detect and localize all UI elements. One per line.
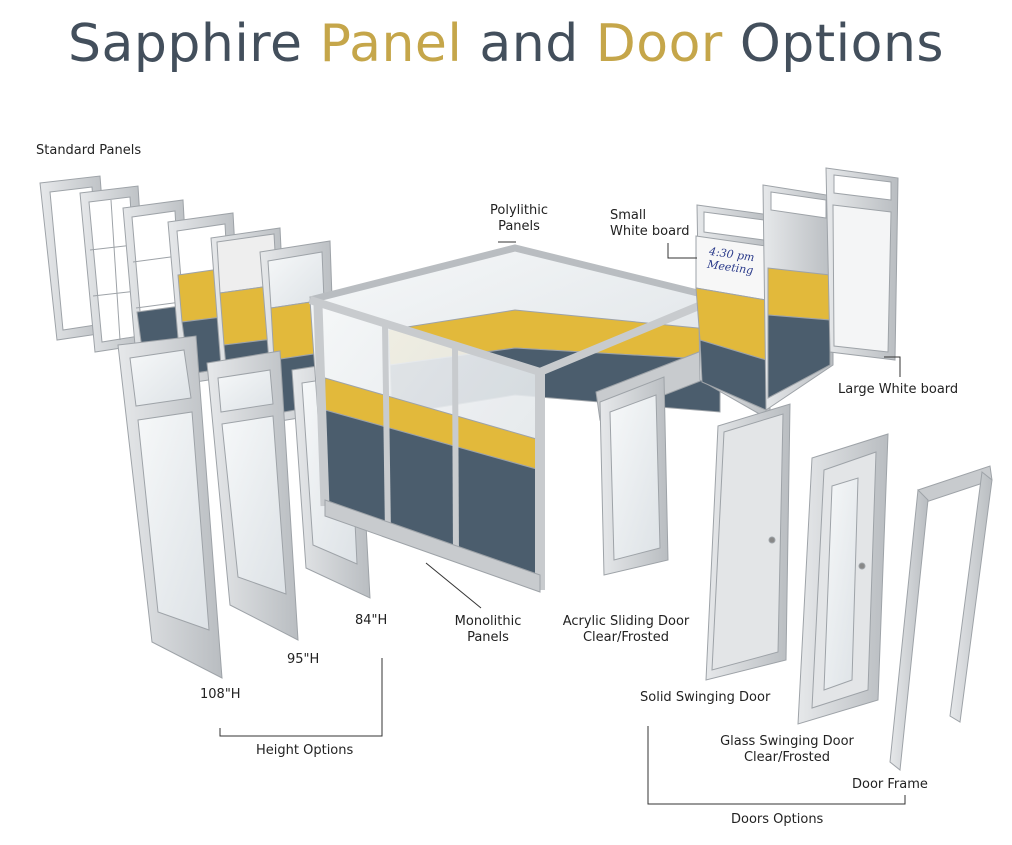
label-glass-line1: Glass Swinging Door (720, 734, 854, 749)
label-large-whiteboard: Large White board (838, 382, 959, 397)
monolithic-leader (425, 562, 482, 609)
label-monolithic-line1: Monolithic (454, 614, 522, 629)
label-polylithic-line1: Polylithic (490, 203, 548, 218)
label-acrylic-sliding-door: Acrylic Sliding Door Clear/Frosted (556, 614, 696, 646)
title-word-panel: Panel (319, 14, 463, 74)
door-frame (889, 465, 993, 771)
label-acrylic-line1: Acrylic Sliding Door (562, 614, 690, 629)
title-word-options: Options (739, 14, 944, 74)
page-title: Sapphire Panel and Door Options (0, 14, 1012, 74)
label-glass-line2: Clear/Frosted (743, 750, 831, 765)
label-monolithic-line2: Panels (467, 630, 509, 645)
height-options-bracket (219, 658, 383, 737)
label-door-frame: Door Frame (852, 777, 928, 792)
label-small-whiteboard: Small White board (610, 208, 689, 240)
label-small-wb-line1: Small (610, 208, 647, 223)
acrylic-sliding-door (595, 335, 745, 576)
label-small-wb-line2: White board (610, 224, 690, 239)
label-108h: 108"H (200, 687, 241, 702)
label-height-options: Height Options (256, 743, 354, 758)
label-standard-panels: Standard Panels (36, 143, 142, 158)
label-84h: 84"H (355, 613, 388, 628)
label-glass-swinging-door: Glass Swinging Door Clear/Frosted (714, 734, 860, 766)
height-options-panels (117, 335, 371, 679)
small-whiteboard-leader (667, 243, 697, 259)
panel-108h (117, 335, 223, 679)
label-acrylic-line2: Clear/Frosted (582, 630, 670, 645)
cubicle-workstation (308, 244, 721, 593)
label-doors-options: Doors Options (731, 812, 824, 827)
label-95h: 95"H (287, 652, 320, 667)
whiteboard-panels (695, 167, 899, 421)
panel-95h (206, 350, 299, 641)
label-polylithic-line2: Panels (498, 219, 540, 234)
label-solid-swinging-door: Solid Swinging Door (640, 690, 771, 705)
middle-panel (762, 184, 834, 411)
title-word-and: and (479, 14, 579, 74)
large-whiteboard-leader (884, 356, 901, 377)
title-word-sapphire: Sapphire (68, 14, 303, 74)
solid-swinging-door (705, 403, 791, 681)
label-polylithic-panels: Polylithic Panels (478, 203, 560, 235)
doors-options-bracket (647, 726, 906, 805)
label-monolithic-panels: Monolithic Panels (446, 614, 530, 646)
small-whiteboard-panel (695, 204, 771, 421)
large-whiteboard-panel (825, 167, 899, 361)
glass-swinging-door (797, 433, 889, 725)
title-word-door: Door (595, 14, 723, 74)
leader-lines (219, 241, 906, 805)
